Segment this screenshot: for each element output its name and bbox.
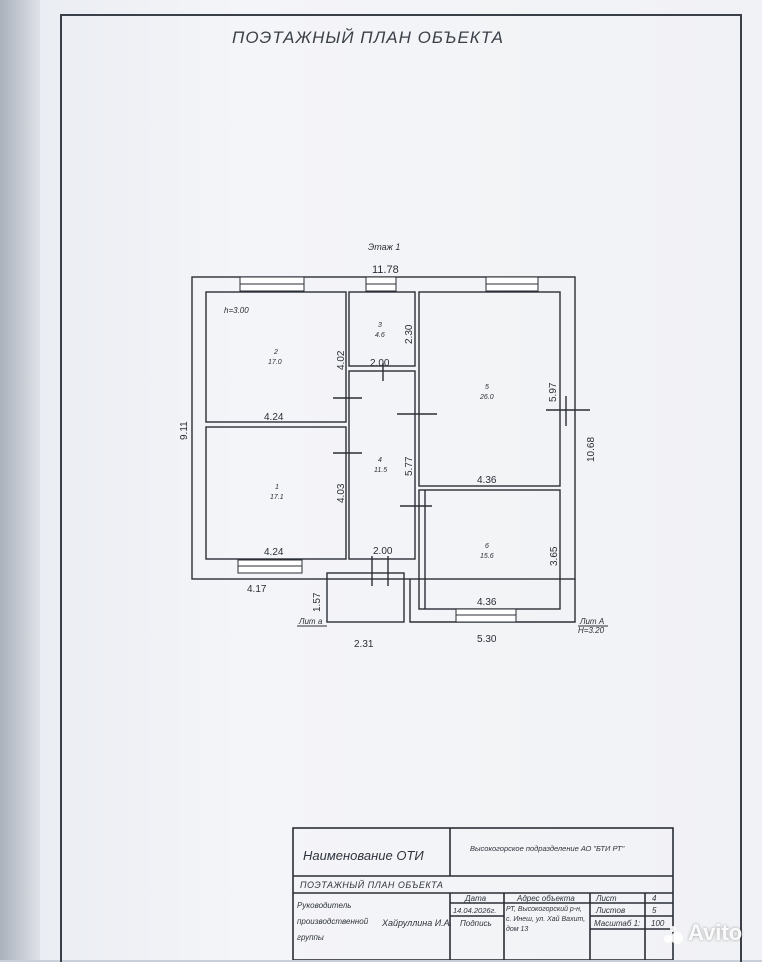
dim-bottom-left: 4.17 xyxy=(247,584,267,595)
room-area: 4.6 xyxy=(375,332,385,339)
porch-outline xyxy=(326,572,405,623)
room-5-outline xyxy=(418,291,561,487)
room-4-outline xyxy=(348,370,416,560)
dim-room1-height: 4.03 xyxy=(336,483,347,503)
tb-address-label: Адрес объекта xyxy=(517,894,575,903)
room-1-outline xyxy=(205,426,347,560)
floor-label: Этаж 1 xyxy=(368,242,400,252)
room-area: 26.0 xyxy=(479,394,494,401)
dim-left-total: 9.11 xyxy=(179,421,190,440)
tb-person: Хайруллина И.А. xyxy=(382,918,453,928)
tb-scale-label: Масштаб 1: xyxy=(594,919,641,928)
tb-date: 14.04.2026г. xyxy=(453,906,497,915)
dim-bottom-porch: 2.31 xyxy=(354,639,374,650)
tb-date-label: Дата xyxy=(465,894,487,903)
tb-sheet: 4 xyxy=(652,894,657,903)
tb-sheets: 5 xyxy=(652,906,657,915)
dim-room3-height: 2.30 xyxy=(404,324,415,344)
room-number: 3 xyxy=(378,322,382,329)
drawing-frame xyxy=(60,14,742,962)
tb-name-label: Наименование ОТИ xyxy=(303,848,424,863)
tb-doc-name: ПОЭТАЖНЫЙ ПЛАН ОБЪЕКТА xyxy=(300,880,444,890)
dim-room5-height: 5.97 xyxy=(548,382,559,402)
title-block-grid xyxy=(292,827,674,960)
room-6-outline xyxy=(418,489,561,610)
dim-room2-width: 4.24 xyxy=(264,412,284,423)
room-area: 17.1 xyxy=(270,494,284,501)
tb-role: Руководитель производственной группы xyxy=(297,901,369,942)
room-number: 2 xyxy=(273,349,278,356)
dim-porch-height: 1.57 xyxy=(312,592,323,612)
tb-scale: 100 xyxy=(651,919,665,928)
dim-right-total: 10.68 xyxy=(586,437,597,462)
room-number: 4 xyxy=(378,457,382,464)
paper-edge-shadow xyxy=(0,0,40,960)
dim-room2-height: 4.02 xyxy=(336,350,347,370)
tb-sheet-label: Лист xyxy=(596,894,617,903)
height-note: h=3.00 xyxy=(224,306,249,315)
outer-wall xyxy=(191,276,576,580)
room-number: 5 xyxy=(485,384,489,391)
dim-room6-width: 4.36 xyxy=(477,597,497,608)
dim-top-total: 11.78 xyxy=(372,264,399,276)
room-area: 11.5 xyxy=(374,467,387,474)
paper-sheet xyxy=(14,0,762,960)
room-number: 6 xyxy=(485,543,489,550)
avito-watermark: Avito xyxy=(688,920,743,945)
tb-sign-label: Подпись xyxy=(460,919,492,928)
tb-address: РТ, Высокогорский р-н, с. Инеш, ул. Хай … xyxy=(506,906,586,933)
dim-bottom-right: 5.30 xyxy=(477,634,497,645)
dim-room4-width: 2.00 xyxy=(373,546,393,557)
dim-room1-width: 4.24 xyxy=(264,547,284,558)
room-area: 15.6 xyxy=(480,553,494,560)
tb-org: Высокогорское подразделение АО "БТИ РТ" xyxy=(470,844,625,853)
room-2-outline xyxy=(205,291,347,423)
dim-room4-height: 5.77 xyxy=(404,456,415,476)
avito-logo-icon xyxy=(664,926,683,944)
lit-a-label: Лит а xyxy=(298,617,323,626)
dim-room5-width: 4.36 xyxy=(477,475,497,486)
tb-sheets-label: Листов xyxy=(596,906,626,915)
lit-A-height: H=3.20 xyxy=(578,626,605,635)
dim-room6-height: 3.65 xyxy=(549,546,560,566)
lit-A-label: Лит А xyxy=(579,617,604,626)
document-title: ПОЭТАЖНЫЙ ПЛАН ОБЪЕКТА xyxy=(232,28,504,47)
room-3-outline xyxy=(348,291,416,367)
dim-room3-width: 2.00 xyxy=(370,358,390,369)
room-area: 17.0 xyxy=(268,359,282,366)
room-number: 1 xyxy=(275,484,279,491)
